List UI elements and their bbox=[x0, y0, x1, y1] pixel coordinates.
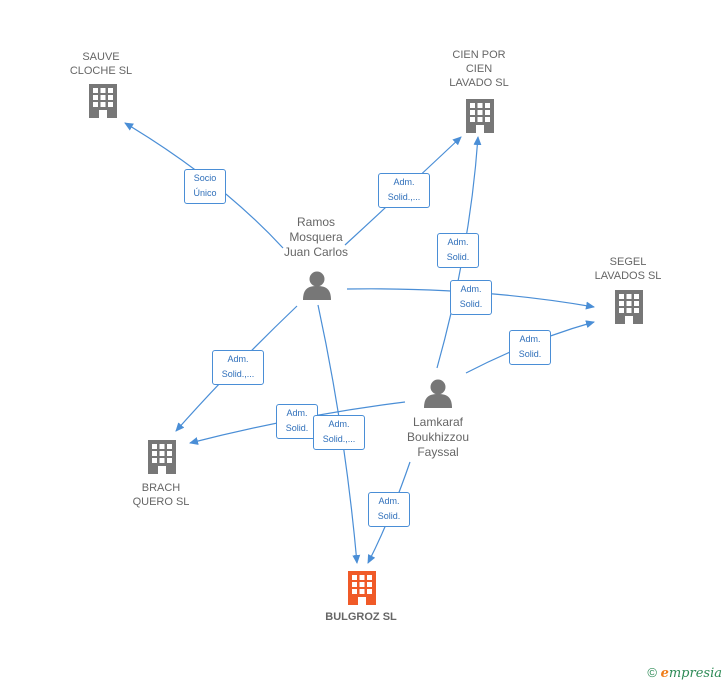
node-brach[interactable] bbox=[148, 440, 176, 474]
edge-label-lamkaraf-bulgroz: Adm. Solid. bbox=[368, 492, 410, 527]
edge-label-lamkaraf-cien: Adm. Solid. bbox=[437, 233, 479, 268]
node-lamkaraf[interactable] bbox=[424, 379, 452, 409]
building-icon bbox=[615, 290, 643, 324]
edge-label-ramos-brach: Adm. Solid.,... bbox=[212, 350, 264, 385]
edge-label-ramos-sauve: Socio Único bbox=[184, 169, 226, 204]
edge-label-lamkaraf-segel: Adm. Solid. bbox=[509, 330, 551, 365]
building-icon bbox=[466, 99, 494, 133]
node-segel[interactable] bbox=[615, 290, 643, 324]
edge-label-ramos-bulgroz: Adm. Solid.,... bbox=[313, 415, 365, 450]
brand-name: mpresia bbox=[668, 666, 722, 681]
edge-label-ramos-segel: Adm. Solid. bbox=[450, 280, 492, 315]
node-label-sauve: SAUVE CLOCHE SL bbox=[69, 51, 133, 77]
node-sauve[interactable] bbox=[89, 84, 117, 118]
brand-e: e bbox=[660, 666, 669, 681]
node-label-bulgroz: BULGROZ SL bbox=[325, 611, 397, 623]
node-label-ramos: Ramos Mosquera Juan Carlos bbox=[283, 215, 349, 259]
building-icon bbox=[89, 84, 117, 118]
brand-watermark: © empresia bbox=[647, 665, 722, 681]
node-label-brach: BRACH QUERO SL bbox=[132, 482, 190, 508]
building-icon bbox=[348, 571, 376, 605]
node-bulgroz[interactable] bbox=[348, 571, 376, 605]
node-ramos[interactable] bbox=[303, 271, 331, 301]
node-cien[interactable] bbox=[466, 99, 494, 133]
edge-label-lamkaraf-brach: Adm. Solid. bbox=[276, 404, 318, 439]
person-icon bbox=[424, 379, 452, 408]
node-label-lamkaraf: Lamkaraf Boukhizzou Fayssal bbox=[406, 415, 470, 459]
node-label-segel: SEGEL LAVADOS SL bbox=[594, 256, 662, 282]
person-icon bbox=[303, 271, 331, 300]
building-icon bbox=[148, 440, 176, 474]
edge-label-ramos-cien: Adm. Solid.,... bbox=[378, 173, 430, 208]
node-label-cien: CIEN POR CIEN LAVADO SL bbox=[449, 49, 509, 89]
copyright-symbol: © bbox=[647, 665, 657, 680]
